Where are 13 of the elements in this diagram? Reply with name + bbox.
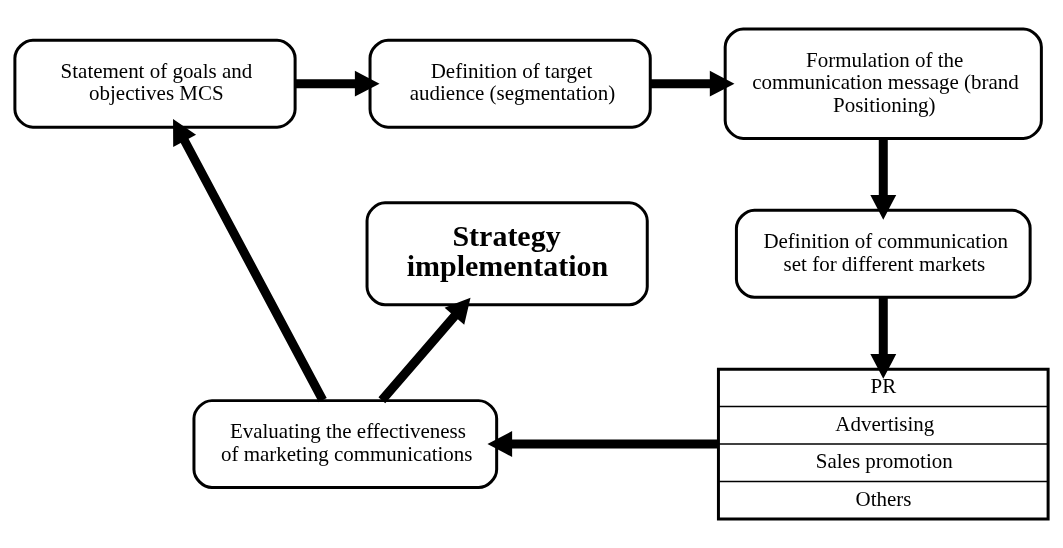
- arrow: [870, 138, 897, 220]
- node-box: Definition of communication set for different markets: [734, 208, 1032, 299]
- node-box: Formulation of the communication message (brand Positioning): [723, 27, 1043, 140]
- node-box: Evaluating the effectiveness of marketing communications: [192, 399, 499, 490]
- node-box: Statement of goals and objectives MCS: [13, 38, 297, 129]
- node-box: Definition of target audience (segmentation): [368, 38, 652, 129]
- arrow: [378, 297, 471, 404]
- arrow: [870, 297, 897, 379]
- arrow: [295, 70, 380, 97]
- arrow: [650, 70, 735, 97]
- arrow: [487, 431, 719, 457]
- node-box: Strategy implementation: [365, 201, 649, 307]
- arrow: [173, 119, 327, 403]
